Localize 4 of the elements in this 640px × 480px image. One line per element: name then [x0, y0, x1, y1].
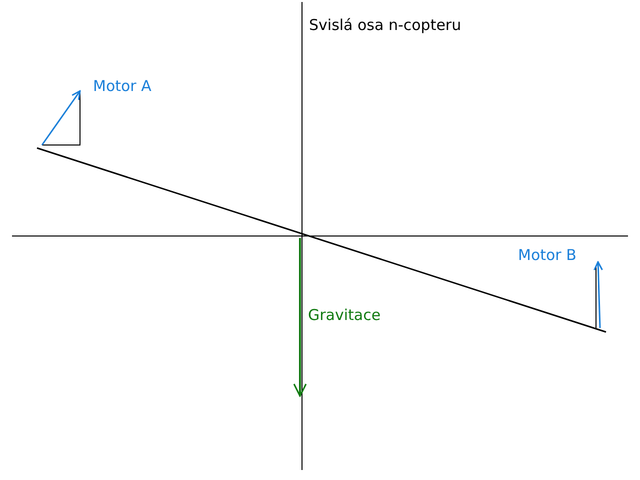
force-label: Gravitace: [308, 306, 381, 324]
motor-label: Motor A: [93, 77, 152, 95]
motor-label: Motor B: [518, 246, 576, 264]
axis-label: Svislá osa n-copteru: [309, 16, 462, 34]
